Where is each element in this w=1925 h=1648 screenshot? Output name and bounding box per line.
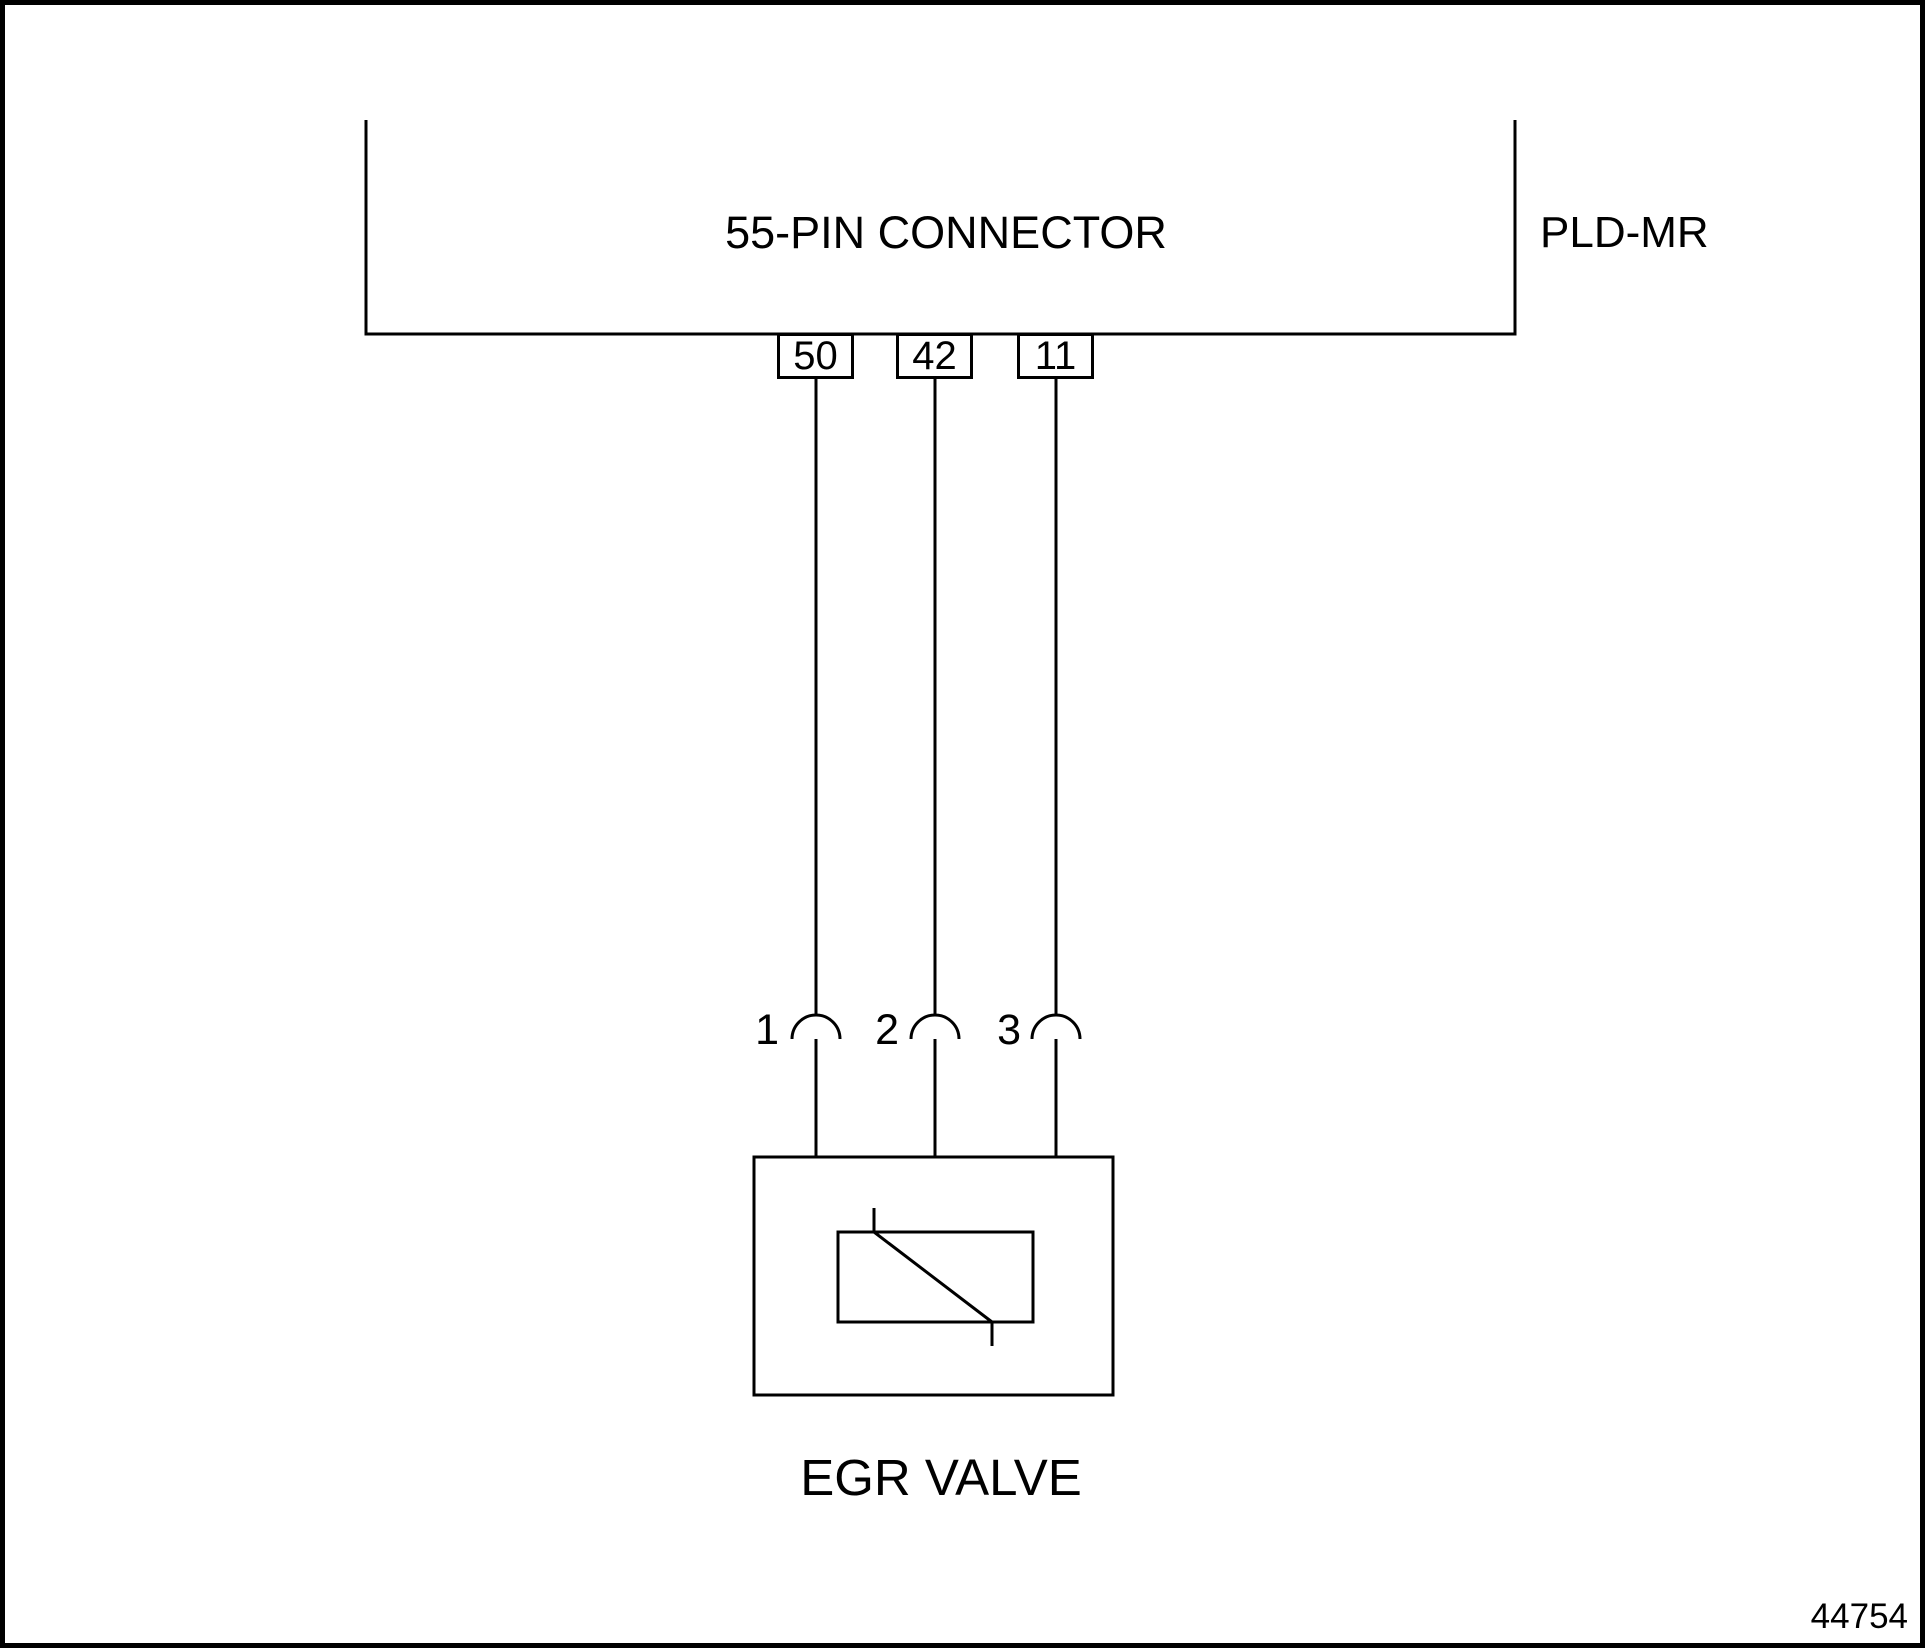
pin-number-42: 42 [912, 333, 957, 378]
diagram-linework [364, 120, 1517, 1397]
pin-number-50: 50 [793, 333, 838, 378]
device-label: EGR VALVE [800, 1449, 1082, 1506]
inline-pin-label-3: 3 [997, 1006, 1021, 1054]
pin-box-50: 50 [777, 333, 854, 379]
pin-number-11: 11 [1034, 333, 1077, 378]
inline-pin-label-2: 2 [875, 1006, 899, 1054]
inline-connector-socket-1-icon [790, 1013, 842, 1040]
figure-number: 44754 [1810, 1597, 1908, 1636]
module-label: PLD-MR [1540, 208, 1709, 257]
egr-valve-box [752, 1155, 1115, 1397]
inline-connector-socket-3-icon [1030, 1013, 1082, 1040]
pin-box-42: 42 [896, 333, 973, 379]
variable-resistor-wiper-icon [872, 1208, 994, 1346]
pin-box-11: 11 [1017, 333, 1094, 379]
variable-resistor-icon [836, 1230, 1035, 1324]
inline-pin-label-1: 1 [755, 1006, 779, 1054]
connector-title: 55-PIN CONNECTOR [725, 207, 1167, 258]
inline-connector-socket-2-icon [909, 1013, 961, 1040]
